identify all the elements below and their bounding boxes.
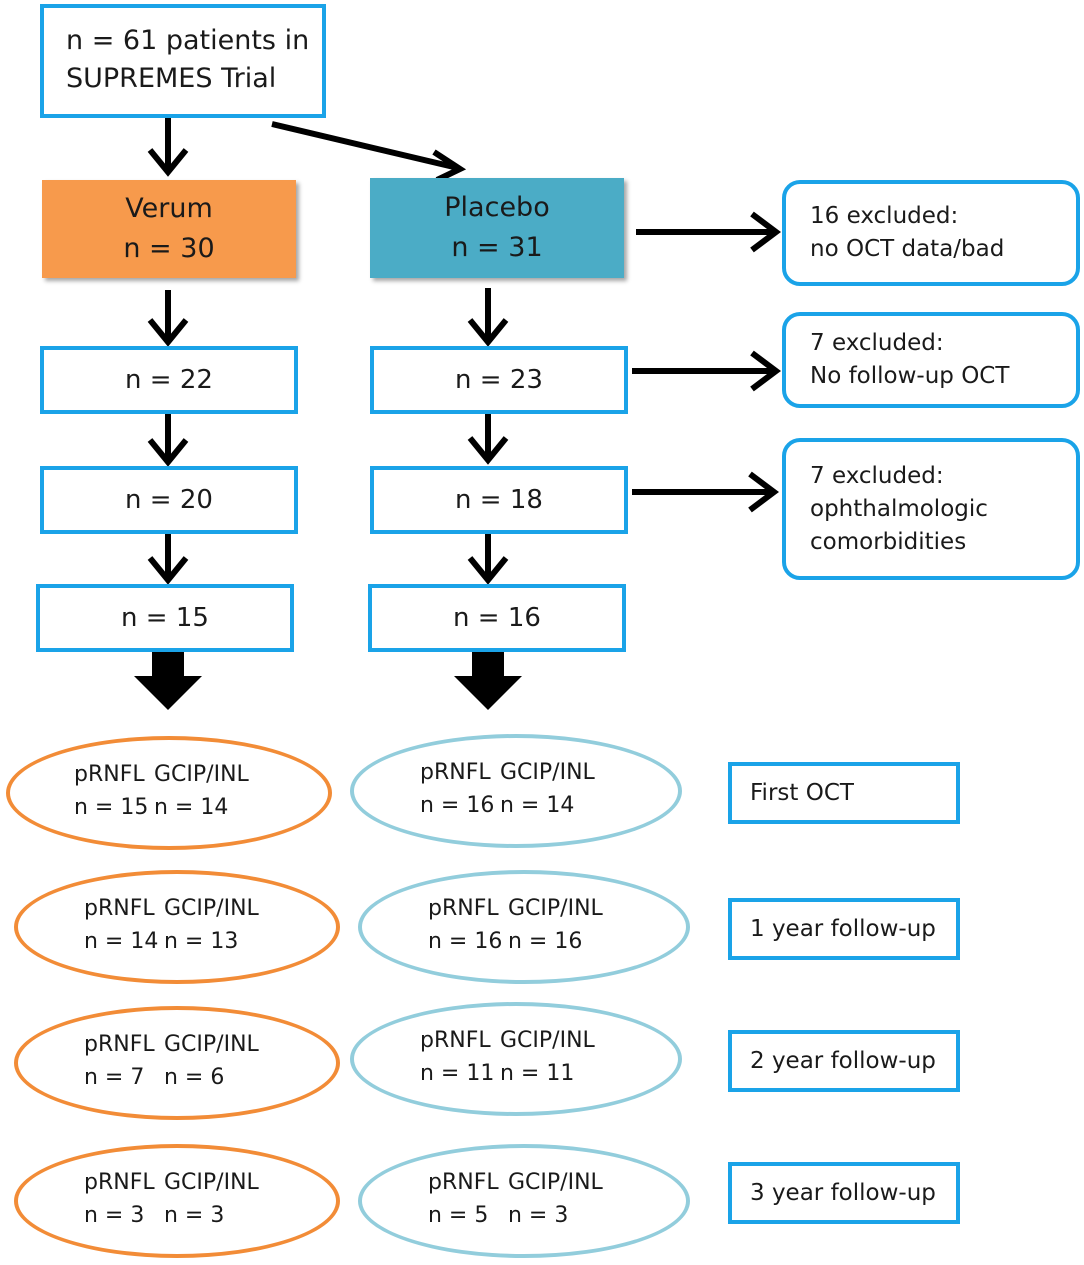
verum-ellipse-first-oct: pRNFL GCIP/INL n = 15 n = 14 [6,736,332,850]
placebo-first-oct-gcip-n: n = 14 [500,793,575,818]
measure-label-gcip: GCIP/INL [164,1032,259,1057]
timepoint-label-first-oct: First OCT [728,762,960,824]
verum-2-year-gcip-n: n = 6 [164,1065,225,1090]
placebo-ellipse-first-oct: pRNFL GCIP/INL n = 16 n = 14 [350,734,682,848]
timepoint-label-3-year: 3 year follow-up [728,1162,960,1224]
verum-first-oct-prnfl-n: n = 15 [74,795,149,820]
verum-2-year-prnfl-n: n = 7 [84,1065,145,1090]
placebo-1-year-gcip-n: n = 16 [508,929,583,954]
verum-arm-count: n = 30 [123,233,215,264]
measure-label-prnfl: pRNFL [428,1170,499,1195]
measure-label-gcip: GCIP/INL [500,1028,595,1053]
verum-first-oct-gcip-n: n = 14 [154,795,229,820]
block-arrow-placebo [454,650,522,710]
placebo-3-year-prnfl-n: n = 5 [428,1203,489,1228]
measure-label-gcip: GCIP/INL [508,1170,603,1195]
exclusion-box-2: 7 excluded: No follow-up OCT [782,312,1080,408]
measure-label-gcip: GCIP/INL [164,896,259,921]
placebo-step-2: n = 18 [370,466,628,534]
arrow-start-to-placebo [271,121,459,171]
exclusion-2-line-2: No follow-up OCT [810,363,1010,389]
verum-step-2: n = 20 [40,466,298,534]
start-line-2: SUPREMES Trial [66,63,277,94]
arrowhead-verum-3 [147,556,189,585]
timepoint-label-1-year: 1 year follow-up [728,898,960,960]
verum-1-year-gcip-n: n = 13 [164,929,239,954]
exclusion-box-3: 7 excluded: ophthalmologic comorbidities [782,438,1080,580]
verum-step-1: n = 22 [40,346,298,414]
arrowhead-exclusion-2 [750,350,781,392]
measure-label-prnfl: pRNFL [84,1032,155,1057]
measure-label-gcip: GCIP/INL [500,760,595,785]
placebo-1-year-prnfl-n: n = 16 [428,929,503,954]
block-arrow-verum [134,650,202,710]
verum-1-year-prnfl-n: n = 14 [84,929,159,954]
placebo-arm-name: Placebo [444,192,550,223]
placebo-step-3: n = 16 [368,584,626,652]
placebo-arm-count: n = 31 [451,232,543,263]
placebo-first-oct-prnfl-n: n = 16 [420,793,495,818]
verum-ellipse-3-year: pRNFL GCIP/INL n = 3 n = 3 [14,1144,340,1258]
placebo-ellipse-2-year: pRNFL GCIP/INL n = 11 n = 11 [350,1002,682,1116]
verum-3-year-prnfl-n: n = 3 [84,1203,145,1228]
exclusion-1-line-1: 16 excluded: [810,203,959,229]
verum-ellipse-1-year: pRNFL GCIP/INL n = 14 n = 13 [14,870,340,984]
exclusion-3-line-3: comorbidities [810,528,967,555]
measure-label-gcip: GCIP/INL [508,896,603,921]
arrowhead-placebo-3 [467,556,509,585]
measure-label-gcip: GCIP/INL [154,762,249,787]
placebo-2-year-prnfl-n: n = 11 [420,1061,495,1086]
measure-label-prnfl: pRNFL [428,896,499,921]
arrowhead-exclusion-3 [748,471,779,513]
arrowhead-verum-2 [147,438,189,467]
start-box: n = 61 patients in SUPREMES Trial [40,4,326,118]
arrowhead-start-to-verum [147,148,189,177]
measure-label-prnfl: pRNFL [84,896,155,921]
measure-label-prnfl: pRNFL [74,762,145,787]
exclusion-2-line-1: 7 excluded: [810,330,944,356]
exclusion-box-1: 16 excluded: no OCT data/bad [782,180,1080,286]
exclusion-3-line-1: 7 excluded: [810,462,944,489]
timepoint-label-2-year: 2 year follow-up [728,1030,960,1092]
placebo-3-year-gcip-n: n = 3 [508,1203,569,1228]
arrowhead-placebo-2 [467,436,509,465]
placebo-ellipse-1-year: pRNFL GCIP/INL n = 16 n = 16 [358,870,690,984]
verum-arm-name: Verum [125,193,213,224]
measure-label-prnfl: pRNFL [420,760,491,785]
verum-ellipse-2-year: pRNFL GCIP/INL n = 7 n = 6 [14,1006,340,1120]
placebo-arm-box: Placebo n = 31 [370,178,624,278]
placebo-step-1: n = 23 [370,346,628,414]
placebo-2-year-gcip-n: n = 11 [500,1061,575,1086]
measure-label-prnfl: pRNFL [420,1028,491,1053]
placebo-ellipse-3-year: pRNFL GCIP/INL n = 5 n = 3 [358,1144,690,1258]
arrowhead-start-to-placebo [432,149,467,183]
exclusion-1-line-2: no OCT data/bad [810,236,1005,262]
measure-label-prnfl: pRNFL [84,1170,155,1195]
exclusion-3-line-2: ophthalmologic [810,495,988,522]
arrowhead-exclusion-1 [750,211,781,253]
arrowhead-placebo-1 [467,318,509,347]
verum-3-year-gcip-n: n = 3 [164,1203,225,1228]
verum-step-3: n = 15 [36,584,294,652]
start-line-1: n = 61 patients in [66,25,310,56]
arrowhead-verum-1 [147,318,189,347]
verum-arm-box: Verum n = 30 [42,180,296,278]
measure-label-gcip: GCIP/INL [164,1170,259,1195]
